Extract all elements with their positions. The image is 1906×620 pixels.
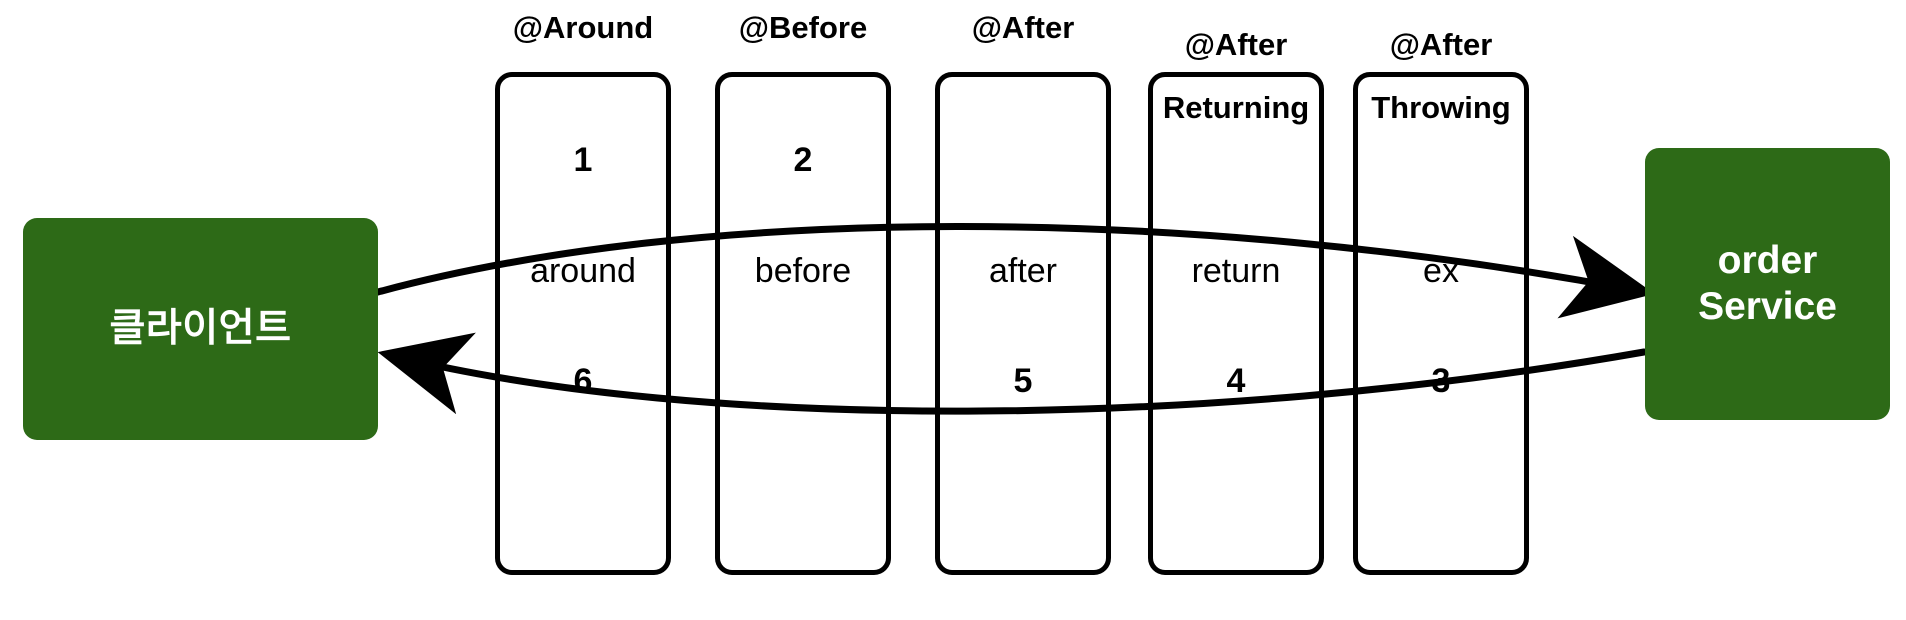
advice-column-after-returning: @After Returning return 4 [1148, 0, 1324, 620]
advice-annotation-after: @After [971, 10, 1075, 45]
advice-name-after-returning: return [1191, 252, 1281, 290]
sequence-number-bottom-after-throwing: 3 [1431, 362, 1451, 400]
advice-box-after-throwing: ex 3 [1353, 72, 1529, 575]
advice-name-after-throwing: ex [1423, 252, 1459, 290]
node-order-service-label: order Service [1698, 238, 1837, 330]
advice-annotation-after-throwing-line2: Throwing [1371, 89, 1511, 125]
advice-box-before: 2 before [715, 72, 891, 575]
advice-name-around: around [530, 252, 636, 290]
advice-column-after: @After after 5 [935, 0, 1111, 620]
advice-annotation-around: @Around [512, 10, 654, 45]
advice-name-before: before [754, 252, 852, 290]
sequence-number-top-before: 2 [793, 141, 813, 179]
advice-annotation-after-throwing: @After Throwing [1327, 0, 1555, 123]
advice-box-after: after 5 [935, 72, 1111, 575]
sequence-number-bottom-around: 6 [573, 362, 593, 400]
advice-annotation-before: @Before [738, 10, 868, 45]
sequence-number-bottom-after: 5 [1013, 362, 1033, 400]
advice-column-after-throwing: @After Throwing ex 3 [1353, 0, 1529, 620]
advice-box-after-returning: return 4 [1148, 72, 1324, 575]
node-order-service: order Service [1645, 148, 1890, 420]
advice-column-before: @Before 2 before [715, 0, 891, 620]
advice-box-around: 1 around 6 [495, 72, 671, 575]
node-client: 클라이언트 [23, 218, 378, 440]
node-order-service-label-line2: Service [1698, 285, 1837, 328]
sequence-number-bottom-after-returning: 4 [1226, 362, 1246, 400]
node-client-label: 클라이언트 [109, 306, 292, 350]
advice-name-after: after [988, 252, 1058, 290]
sequence-number-top-around: 1 [573, 141, 593, 179]
advice-annotation-after-returning: @After Returning [1122, 0, 1350, 123]
advice-column-around: @Around 1 around 6 [495, 0, 671, 620]
node-order-service-label-line1: order [1717, 238, 1818, 282]
advice-annotation-after-throwing-line1: @After [1389, 26, 1493, 62]
advice-annotation-after-returning-line1: @After [1184, 26, 1288, 62]
advice-annotation-after-returning-line2: Returning [1162, 89, 1310, 125]
